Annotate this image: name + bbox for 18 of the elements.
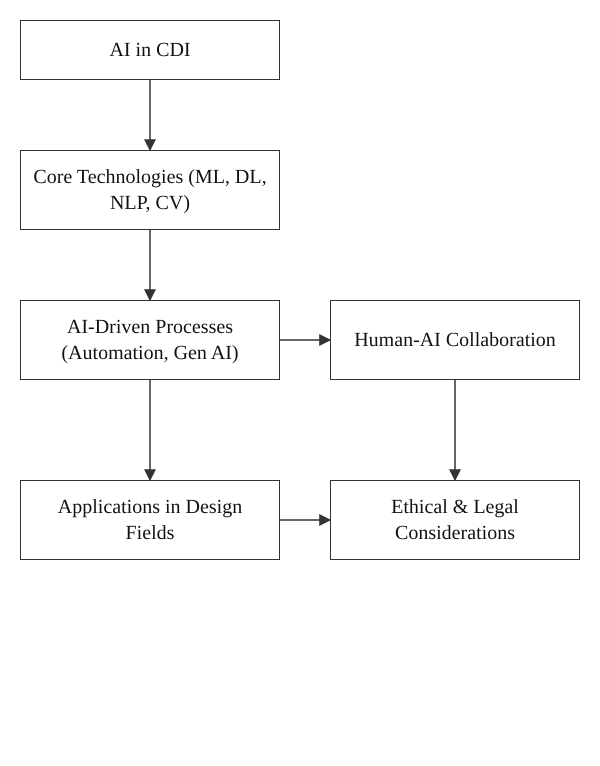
box-label: Applications in Design Fields bbox=[56, 495, 244, 546]
arrow bbox=[280, 334, 332, 346]
process-box bbox=[330, 480, 580, 560]
process-box bbox=[20, 480, 280, 560]
box-label: Ethical & Legal Considerations bbox=[390, 495, 520, 546]
arrow bbox=[449, 380, 461, 482]
arrow bbox=[144, 380, 156, 482]
box-label: Core Technologies (ML, DL, NLP, CV) bbox=[32, 165, 268, 216]
box-label: Human-AI Collaboration bbox=[354, 328, 556, 353]
process-box bbox=[20, 300, 280, 380]
arrow bbox=[280, 514, 332, 526]
arrow bbox=[144, 230, 156, 302]
box-label: AI-Driven Processes (Automation, Gen AI) bbox=[60, 315, 240, 366]
process-box bbox=[20, 20, 280, 80]
box-label: AI in CDI bbox=[109, 38, 191, 63]
process-box bbox=[20, 150, 280, 230]
arrow bbox=[144, 80, 156, 152]
process-box bbox=[330, 300, 580, 380]
